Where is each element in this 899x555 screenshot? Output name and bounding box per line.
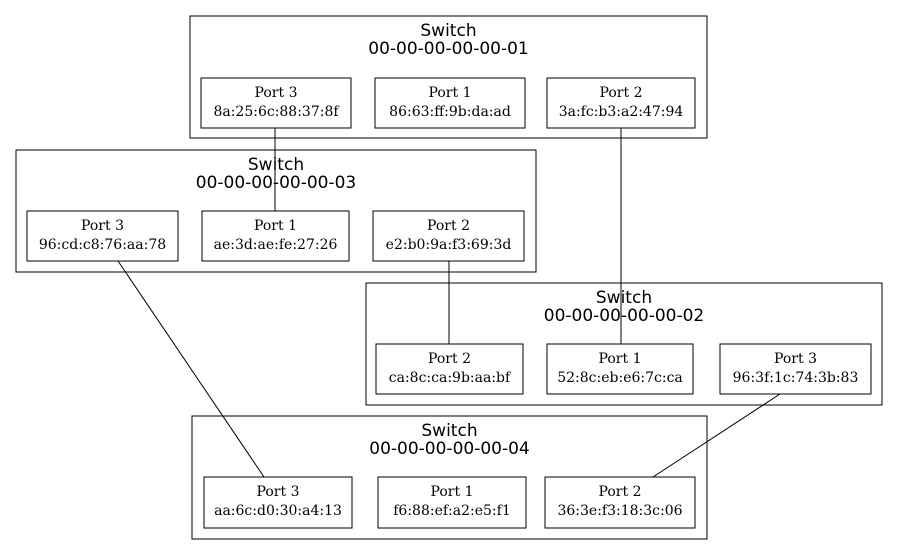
switch-dpid: 00-00-00-00-00-02 (544, 306, 704, 326)
port-name: Port 3 (257, 484, 300, 500)
port-box (372, 210, 525, 262)
port-name: Port 2 (427, 218, 470, 234)
port-mac: aa:6c:d0:30:a4:13 (214, 503, 342, 519)
port-box (203, 476, 353, 529)
port-name: Port 2 (428, 351, 471, 367)
port-name: Port 1 (431, 484, 474, 500)
port-mac: 96:cd:c8:76:aa:78 (39, 237, 166, 253)
links-layer (117, 128, 781, 478)
port-mac: ae:3d:ae:fe:27:26 (214, 237, 338, 253)
port-s3p3: Port 3 96:cd:c8:76:aa:78 (26, 210, 179, 262)
port-s2p1: Port 1 52:8c:eb:e6:7c:ca (546, 343, 694, 395)
port-name: Port 3 (774, 351, 817, 367)
port-name: Port 2 (599, 484, 642, 500)
port-s1p2: Port 2 3a:fc:b3:a2:47:94 (546, 77, 696, 129)
port-s4p3: Port 3 aa:6c:d0:30:a4:13 (203, 476, 353, 529)
port-box (544, 476, 696, 529)
port-name: Port 3 (255, 85, 298, 101)
port-s2p2: Port 2 ca:8c:ca:9b:aa:bf (375, 343, 524, 395)
port-box (26, 210, 179, 262)
link-s2p3-s4p2 (652, 393, 781, 478)
port-mac: f6:88:ef:a2:e5:f1 (393, 503, 511, 519)
switch-label: Switch (596, 288, 652, 308)
port-s1p3: Port 3 8a:25:6c:88:37:8f (200, 77, 352, 129)
link-s3p3-s4p3 (117, 260, 265, 478)
port-box (546, 343, 694, 395)
port-s4p2: Port 2 36:3e:f3:18:3c:06 (544, 476, 696, 529)
port-name: Port 3 (81, 218, 124, 234)
port-name: Port 1 (254, 218, 297, 234)
port-mac: 8a:25:6c:88:37:8f (213, 104, 340, 120)
port-s3p2: Port 2 e2:b0:9a:f3:69:3d (372, 210, 525, 262)
port-s3p1: Port 1 ae:3d:ae:fe:27:26 (201, 210, 350, 262)
switch-label: Switch (248, 155, 304, 175)
port-s4p1: Port 1 f6:88:ef:a2:e5:f1 (377, 476, 527, 529)
switch-label: Switch (421, 421, 477, 441)
port-mac: ca:8c:ca:9b:aa:bf (389, 370, 512, 386)
port-box (719, 343, 872, 395)
switch-label: Switch (420, 21, 476, 41)
port-mac: 86:63:ff:9b:da:ad (389, 104, 511, 120)
port-name: Port 1 (429, 85, 472, 101)
port-box (375, 343, 524, 395)
port-mac: 3a:fc:b3:a2:47:94 (559, 104, 684, 120)
switch-dpid: 00-00-00-00-00-03 (196, 173, 356, 193)
port-name: Port 2 (600, 85, 643, 101)
port-s1p1: Port 1 86:63:ff:9b:da:ad (374, 77, 526, 129)
switch-dpid: 00-00-00-00-00-01 (368, 39, 528, 59)
port-box (374, 77, 526, 129)
port-mac: 36:3e:f3:18:3c:06 (557, 503, 682, 519)
port-mac: e2:b0:9a:f3:69:3d (386, 237, 512, 253)
port-box (201, 210, 350, 262)
port-mac: 52:8c:eb:e6:7c:ca (557, 370, 683, 386)
port-mac: 96:3f:1c:74:3b:83 (733, 370, 859, 386)
switch-dpid: 00-00-00-00-00-04 (369, 439, 529, 459)
port-box (546, 77, 696, 129)
port-box (377, 476, 527, 529)
port-box (200, 77, 352, 129)
port-name: Port 1 (599, 351, 642, 367)
port-s2p3: Port 3 96:3f:1c:74:3b:83 (719, 343, 872, 395)
